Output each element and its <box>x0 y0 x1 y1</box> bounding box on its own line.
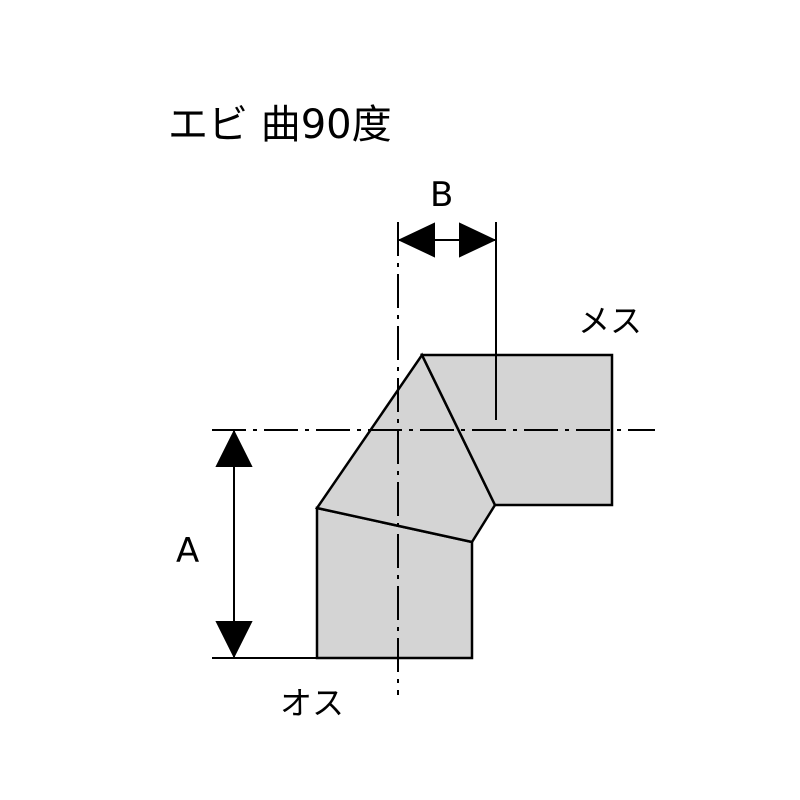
dimension-a-arrow-up-icon <box>215 429 253 467</box>
dimension-a <box>212 429 317 659</box>
centerlines <box>212 222 655 695</box>
male-end-label: オス <box>280 684 344 722</box>
dimension-b-arrow-left-icon <box>397 222 435 258</box>
dimension-a-label: A <box>176 531 199 571</box>
diagram-title: エビ 曲90度 <box>168 102 392 148</box>
female-end-label: メス <box>578 302 642 340</box>
dimension-b-label: B <box>430 175 453 215</box>
elbow-pipe <box>314 352 614 660</box>
dimension-b-arrow-right-icon <box>459 222 497 258</box>
dimension-b <box>397 222 497 420</box>
dimension-a-arrow-down-icon <box>215 621 253 659</box>
